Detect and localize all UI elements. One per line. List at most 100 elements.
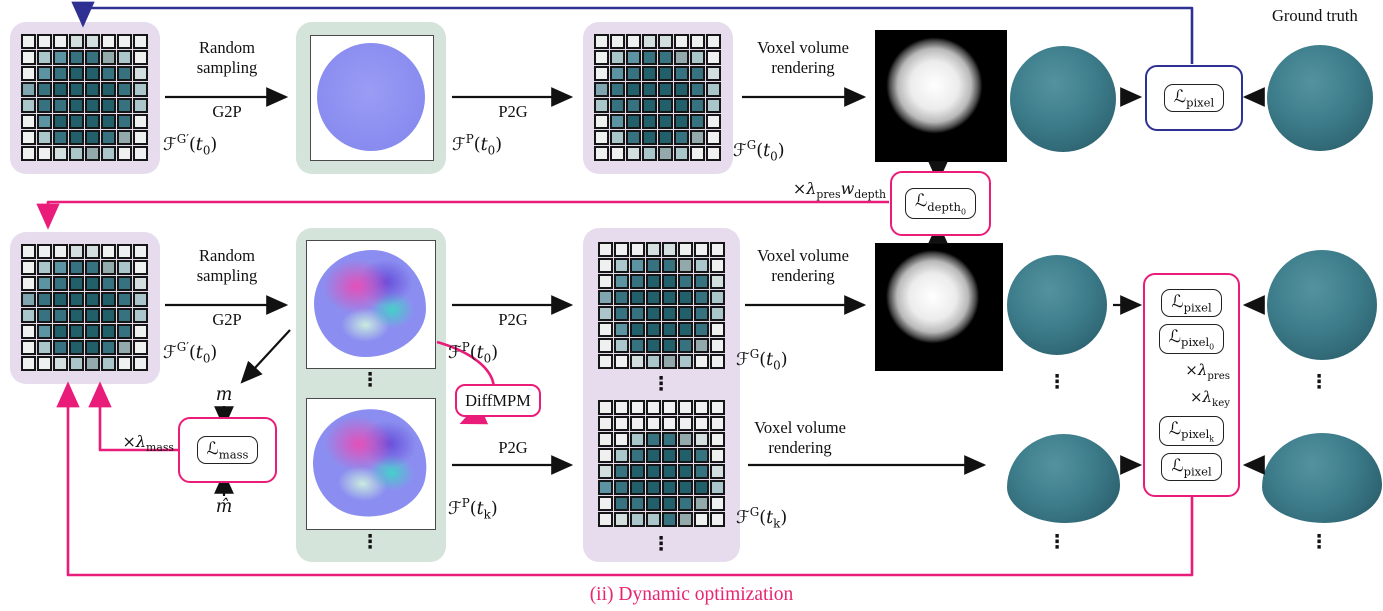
voxel-cell <box>674 146 689 161</box>
voxel-cell <box>630 258 645 273</box>
voxel-cell <box>630 512 645 527</box>
voxel-cell <box>662 512 677 527</box>
voxel-cell <box>53 308 68 323</box>
voxel-cell <box>598 496 613 511</box>
voxel-cell <box>610 98 625 113</box>
voxel-cell <box>630 400 645 415</box>
voxel-cell <box>658 34 673 49</box>
loss-depth0-label: ℒdepth0 <box>905 188 976 219</box>
voxel-cell <box>658 98 673 113</box>
voxel-cell <box>662 258 677 273</box>
diffmpm-label: DiffMPM <box>465 390 531 410</box>
render-sphere-t0 <box>1007 255 1107 355</box>
voxel-cell <box>610 114 625 129</box>
voxel-cell <box>53 146 68 161</box>
voxel-cell <box>614 496 629 511</box>
voxel-cell <box>101 130 116 145</box>
voxel-cell <box>85 82 100 97</box>
feedback-line-depth <box>36 200 889 230</box>
voxel-cell <box>710 416 725 431</box>
voxel-cell <box>69 308 84 323</box>
voxel-cell <box>85 292 100 307</box>
voxel-cell <box>678 400 693 415</box>
voxel-cell <box>85 324 100 339</box>
voxel-cell <box>53 244 68 259</box>
voxel-cell <box>53 66 68 81</box>
loss-stack-box: ℒpixel ℒpixel0 ×λpres ×λkey ℒpixelk ℒpix… <box>1143 273 1240 497</box>
voxel-cell <box>614 322 629 337</box>
voxel-cell <box>626 34 641 49</box>
voxel-cell <box>678 480 693 495</box>
voxel-cell <box>133 34 148 49</box>
voxel-cell <box>710 274 725 289</box>
voxel-cell <box>69 260 84 275</box>
voxel-cell <box>678 258 693 273</box>
voxel-cell <box>662 480 677 495</box>
dots-particles-bottom: ⋮ <box>360 531 380 553</box>
dots-grids-mid: ⋮ <box>651 373 671 395</box>
voxel-cell <box>610 146 625 161</box>
voxel-cell <box>674 34 689 49</box>
voxel-cell <box>133 130 148 145</box>
voxel-cell <box>598 274 613 289</box>
voxel-cell <box>53 340 68 355</box>
voxel-cell <box>133 260 148 275</box>
voxel-cell <box>117 82 132 97</box>
particle-sphere-t0 <box>317 43 425 151</box>
voxel-cell <box>614 464 629 479</box>
voxel-cell <box>101 146 116 161</box>
voxel-cell <box>646 480 661 495</box>
voxel-cell <box>594 82 609 97</box>
voxel-cell <box>69 324 84 339</box>
voxel-cell <box>117 34 132 49</box>
ground-truth-sphere-t0 <box>1267 250 1377 360</box>
voxel-cell <box>694 274 709 289</box>
voxel-cell <box>694 448 709 463</box>
voxel-cell <box>678 322 693 337</box>
voxel-cell <box>117 244 132 259</box>
voxel-cell <box>678 448 693 463</box>
voxel-cell <box>21 82 36 97</box>
voxel-cell <box>610 66 625 81</box>
voxel-cell <box>598 242 613 257</box>
voxel-cell <box>117 50 132 65</box>
voxel-cell <box>662 274 677 289</box>
voxel-cell <box>646 306 661 321</box>
voxel-cell <box>85 98 100 113</box>
voxel-cell <box>37 98 52 113</box>
voxel-cell <box>21 340 36 355</box>
loss-pixelk-label: ℒpixelk <box>1158 415 1225 447</box>
voxel-cell <box>53 114 68 129</box>
voxel-cell <box>678 290 693 305</box>
voxel-cell <box>658 146 673 161</box>
voxel-grid-input-top <box>21 34 148 161</box>
voxel-cell <box>598 400 613 415</box>
voxel-cell <box>646 496 661 511</box>
voxel-cell <box>630 496 645 511</box>
voxel-cell <box>694 480 709 495</box>
dots-gt-mid: ⋮ <box>1309 371 1329 393</box>
voxel-cell <box>53 356 68 371</box>
dots-grids-bottom: ⋮ <box>651 533 671 555</box>
voxel-cell <box>21 34 36 49</box>
voxel-cell <box>69 356 84 371</box>
voxel-cell <box>101 50 116 65</box>
voxel-cell <box>630 354 645 369</box>
voxel-cell <box>85 114 100 129</box>
voxel-cell <box>662 400 677 415</box>
voxel-cell <box>710 258 725 273</box>
loss-depth0-box: ℒdepth0 <box>890 171 991 236</box>
voxel-cell <box>598 354 613 369</box>
feedback-line-dynamic <box>56 381 1194 577</box>
voxel-cell <box>598 258 613 273</box>
loss-pixel-t0-label: ℒpixel <box>1161 289 1222 318</box>
fg-t0-label-top: ℱG(t0) <box>733 138 785 164</box>
loss-pixel-tk-label: ℒpixel <box>1161 452 1222 481</box>
dots-renders-mid: ⋮ <box>1047 371 1067 393</box>
dots-renders-bottom: ⋮ <box>1047 531 1067 553</box>
voxel-cell <box>642 98 657 113</box>
voxel-cell <box>101 114 116 129</box>
voxel-cell <box>614 480 629 495</box>
